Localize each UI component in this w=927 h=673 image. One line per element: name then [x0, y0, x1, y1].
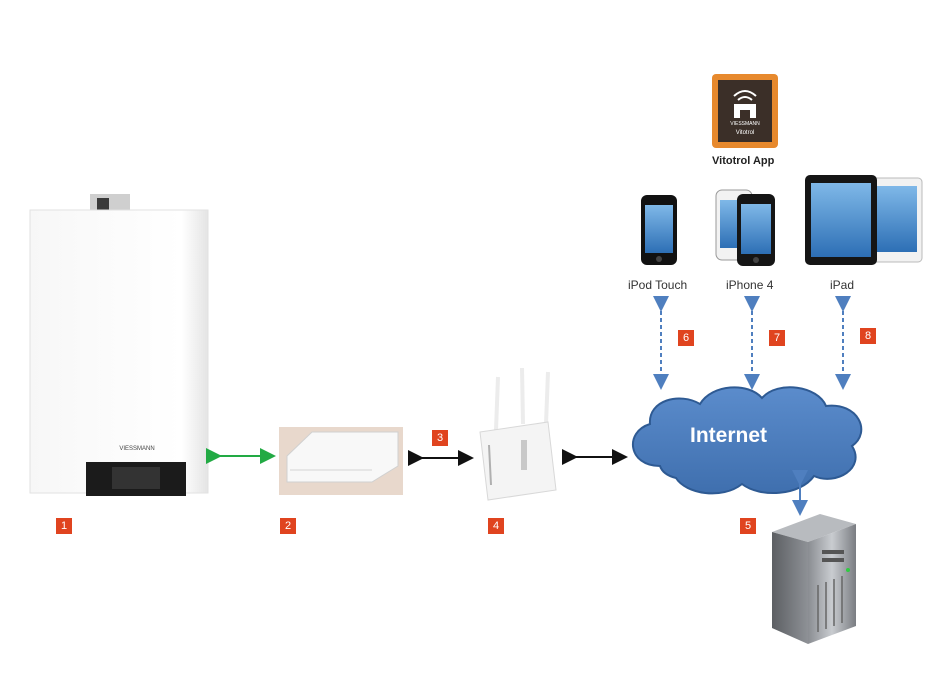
ipad-label: iPad [830, 278, 855, 292]
iphone-black-screen [741, 204, 771, 254]
wifi-icon [733, 90, 757, 97]
server-front [808, 524, 856, 644]
boiler-display [112, 467, 160, 489]
ipod-touch-label: iPod Touch [628, 278, 688, 292]
internet-cloud [632, 386, 863, 495]
gateway [279, 427, 403, 495]
boiler: VIESSMANN [29, 194, 209, 496]
server-power-led [846, 568, 850, 572]
iphone-4-label: iPhone 4 [726, 278, 774, 292]
router-logo [521, 440, 527, 470]
badge-server: 5 [740, 518, 756, 534]
server [772, 514, 856, 644]
badge-iphone-4: 7 [769, 330, 785, 346]
ipad-device [805, 175, 923, 265]
wifi-icon-inner [737, 96, 753, 101]
boiler-body [29, 209, 209, 494]
ipad-white-screen [877, 186, 917, 252]
server-drive-bay-1 [822, 550, 844, 554]
router-antenna-left [494, 376, 500, 431]
ipad-black-screen [811, 183, 871, 257]
ipod-touch-device [641, 195, 677, 265]
router-leds [488, 444, 492, 486]
router [479, 367, 557, 501]
router-antenna-center [520, 367, 525, 425]
boiler-flue [90, 194, 130, 212]
router-body [479, 421, 557, 501]
boiler-brand: VIESSMANN [119, 446, 154, 452]
router-antenna-right [544, 371, 550, 425]
iphone-home-button [753, 257, 759, 263]
ipod-screen [645, 205, 673, 253]
boiler-pipe [97, 198, 109, 212]
internet-label: Internet [690, 424, 768, 447]
app-icon-label: Vitotrol [736, 130, 755, 136]
app-icon-brand: VIESSMANN [730, 121, 760, 127]
iphone-4-device [715, 189, 775, 266]
server-drive-bay-2 [822, 558, 844, 562]
badge-gateway: 2 [280, 518, 296, 534]
server-side [772, 532, 808, 644]
badge-router: 4 [488, 518, 504, 534]
badge-ipod-touch: 6 [678, 330, 694, 346]
device-icon-slot [740, 110, 750, 118]
badge-boiler: 1 [56, 518, 72, 534]
server-top [772, 514, 856, 542]
badge-ipad: 8 [860, 328, 876, 344]
vitotrol-app-icon: VIESSMANN Vitotrol [712, 74, 778, 148]
ipod-home-button [656, 256, 662, 262]
gateway-body [286, 431, 399, 483]
app-caption: Vitotrol App [712, 155, 775, 167]
badge-link: 3 [432, 430, 448, 446]
